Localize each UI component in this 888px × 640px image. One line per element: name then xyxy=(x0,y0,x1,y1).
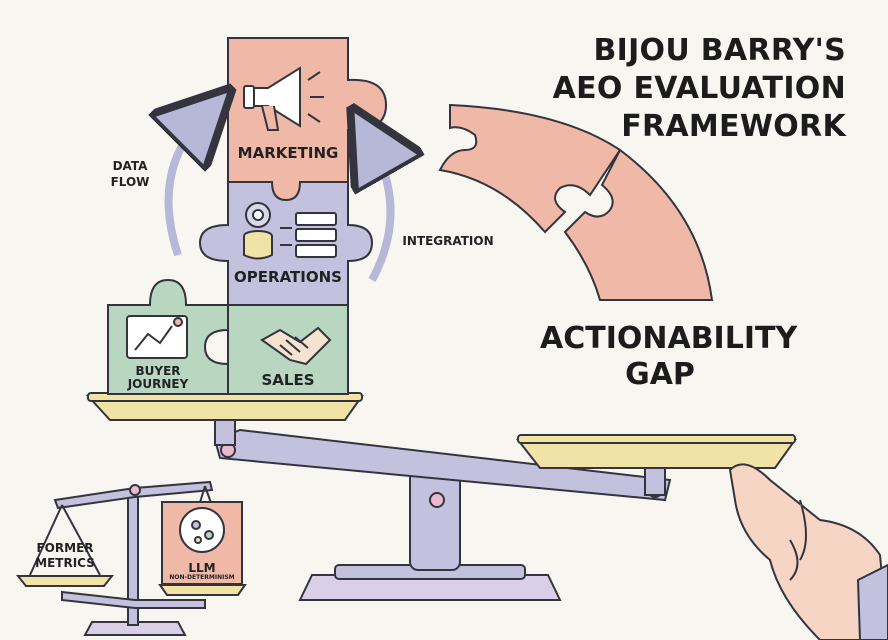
operations-label: OPERATIONS xyxy=(234,268,342,286)
buyer-label-line-1: BUYER xyxy=(135,364,181,378)
journey-chart-icon xyxy=(126,315,188,359)
scale-pillar xyxy=(409,469,461,571)
former-metrics-line-2: METRICS xyxy=(35,556,95,570)
gap-piece-upper xyxy=(438,103,622,234)
right-tray xyxy=(515,439,797,469)
server-icon xyxy=(295,212,337,258)
small-scale xyxy=(15,480,247,636)
sales-label: SALES xyxy=(261,371,315,389)
title-line-3: FRAMEWORK xyxy=(621,109,846,144)
scale-base xyxy=(298,574,562,601)
title-line-2: AEO EVALUATION xyxy=(552,71,846,106)
actionability-gap-line-1: ACTIONABILITY xyxy=(540,321,798,356)
former-metrics-line-1: FORMER xyxy=(36,541,94,555)
marketing-piece xyxy=(227,37,388,202)
data-flow-label-line-2: FLOW xyxy=(110,175,150,189)
marketing-label: MARKETING xyxy=(237,144,339,162)
data-flow-label-line-1: DATA xyxy=(112,159,148,173)
gap-piece-lower xyxy=(563,148,714,301)
llm-subtitle: NON-DETERMINISM xyxy=(169,574,235,581)
handshake-icon xyxy=(260,326,332,366)
actionability-gap-line-2: GAP xyxy=(625,357,695,392)
buyer-label-line-2: JOURNEY xyxy=(127,377,189,391)
data-flow-arrow xyxy=(169,115,205,257)
integration-label: INTEGRATION xyxy=(402,234,494,248)
megaphone-icon xyxy=(243,66,324,131)
integration-arrow xyxy=(370,140,391,282)
gear-database-icon xyxy=(243,202,292,260)
title-line-1: BIJOU BARRY'S xyxy=(593,33,846,68)
pointing-hand-icon xyxy=(728,463,888,640)
llm-label: LLM xyxy=(188,561,216,575)
gap-arc-pieces xyxy=(438,103,714,301)
